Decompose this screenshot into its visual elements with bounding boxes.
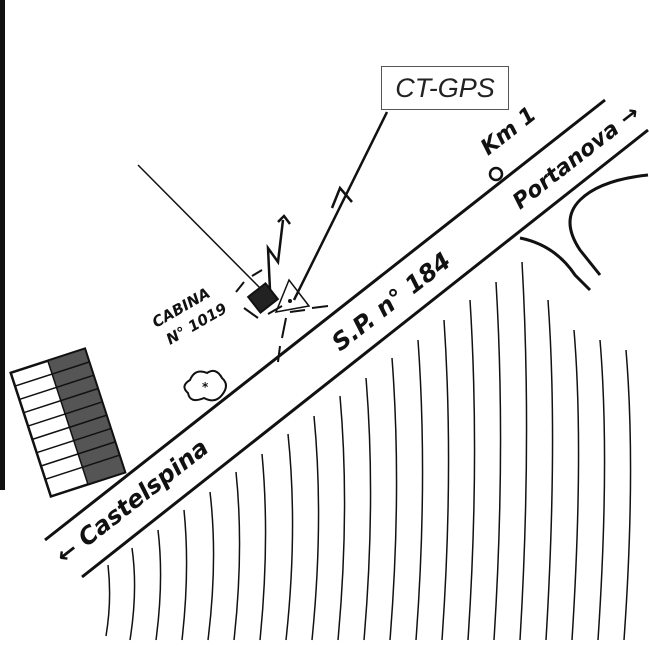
north-arrow-icon	[266, 214, 291, 291]
survey-point-triangle-icon	[274, 278, 311, 313]
reference-line	[137, 164, 263, 291]
km-marker-icon	[488, 166, 504, 182]
tree-bush-mark: *	[202, 380, 209, 394]
cabina-dashed-enclosure	[235, 269, 329, 319]
km-label: Km 1	[476, 102, 541, 160]
road-edge-south	[81, 128, 649, 579]
left-border-bar	[0, 0, 5, 490]
cabina-building-icon	[246, 281, 280, 315]
gps-box-label: CT-GPS	[381, 66, 509, 110]
road-edge-north	[44, 98, 606, 542]
survey-point-dot	[288, 299, 292, 303]
side-road-curve-left	[519, 236, 592, 292]
field-rows	[105, 261, 632, 641]
side-road-curve-right	[568, 173, 649, 276]
building-block-icon	[9, 347, 127, 498]
gps-pointer-head	[330, 185, 353, 209]
access-path-dashed	[277, 317, 287, 363]
tree-bush-icon	[183, 369, 227, 402]
gps-pointer-line	[292, 111, 389, 301]
